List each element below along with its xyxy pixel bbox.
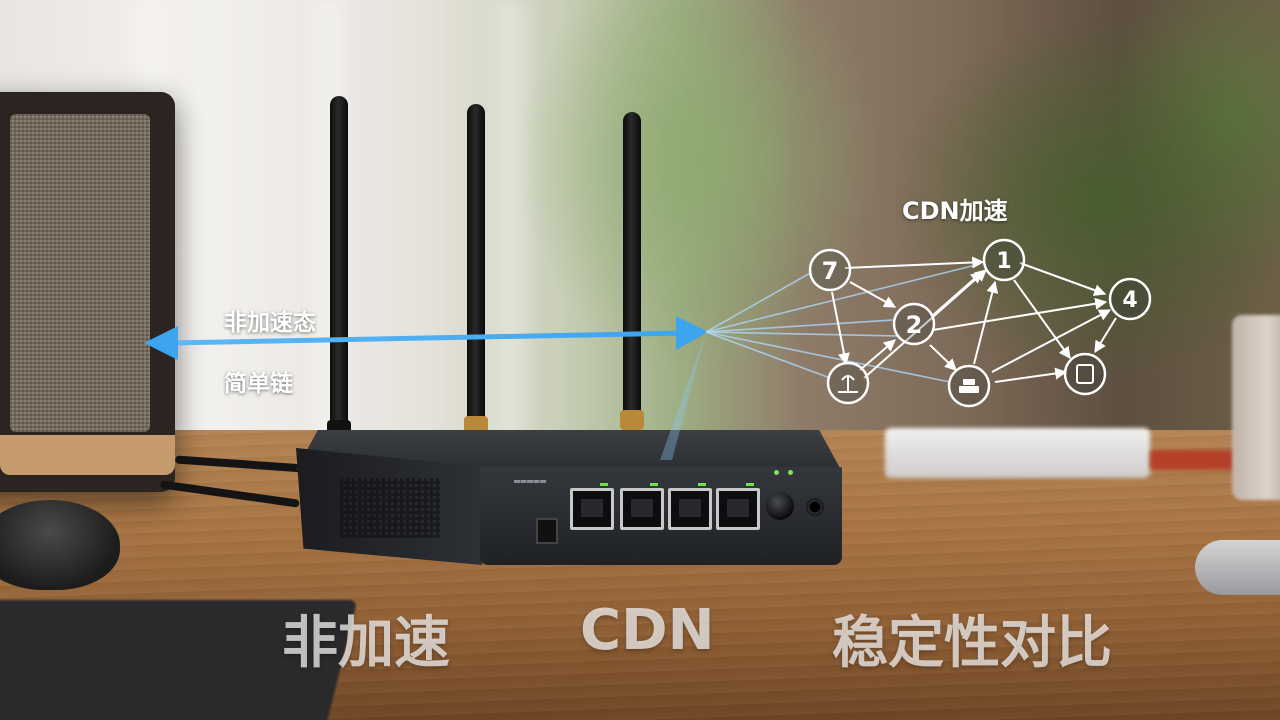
- antenna-icon: [838, 375, 858, 393]
- router-button: [766, 492, 794, 520]
- power-jack: [806, 498, 824, 516]
- speaker: [0, 92, 175, 492]
- mesh-edges: [831, 256, 1117, 383]
- speaker-base: [0, 435, 175, 475]
- port-led: [600, 483, 608, 486]
- ethernet-port: [668, 488, 712, 530]
- cdn-acceleration-title: CDN加速: [902, 197, 1008, 225]
- simple-link-label: 简单链: [224, 371, 293, 397]
- router-brand-mark: ▬▬▬▬▬: [514, 476, 547, 487]
- node-3: [826, 361, 870, 405]
- tablet: [1195, 540, 1280, 595]
- node-2: 2: [892, 302, 936, 346]
- ethernet-port: [716, 488, 760, 530]
- non-accelerated-state-label: 非加速态: [224, 310, 316, 336]
- caption-stability-comparison: 稳定性对比: [832, 611, 1112, 676]
- arrow-head-left: [144, 326, 178, 360]
- arrow-head-right: [676, 316, 708, 350]
- router-vent: [340, 478, 440, 538]
- node-1: 1: [982, 238, 1026, 282]
- port-led: [746, 483, 754, 486]
- node-5: [947, 364, 991, 408]
- device-icon: [1076, 364, 1094, 384]
- node-label: 7: [822, 257, 839, 285]
- usb-port: [536, 518, 558, 544]
- node-6: [1063, 352, 1107, 396]
- mug: [1232, 315, 1280, 500]
- antenna: [330, 96, 348, 436]
- antenna: [623, 112, 641, 422]
- node-label: 4: [1122, 288, 1137, 313]
- antenna: [467, 104, 485, 424]
- node-4: 4: [1108, 277, 1152, 321]
- red-object: [1150, 450, 1240, 470]
- node-label: 2: [906, 311, 923, 339]
- caption-cdn: CDN: [580, 598, 715, 663]
- computer-mouse: [0, 500, 120, 590]
- signal-beam: [660, 332, 706, 460]
- ethernet-port: [620, 488, 664, 530]
- phone: [885, 428, 1150, 478]
- fan-lines: [705, 263, 981, 383]
- speaker-grille: [10, 114, 150, 432]
- node-7: 7: [808, 248, 852, 292]
- status-led: [774, 470, 779, 475]
- server-icon: [959, 379, 979, 393]
- port-led: [698, 483, 706, 486]
- node-label: 1: [996, 249, 1011, 274]
- caption-non-accelerated: 非加速: [282, 611, 450, 676]
- ethernet-port: [570, 488, 614, 530]
- antenna-joint: [620, 410, 644, 430]
- non-accelerated-link-arrow: [144, 316, 708, 360]
- curtain-fold: [480, 0, 540, 470]
- status-led: [788, 470, 793, 475]
- port-led: [650, 483, 658, 486]
